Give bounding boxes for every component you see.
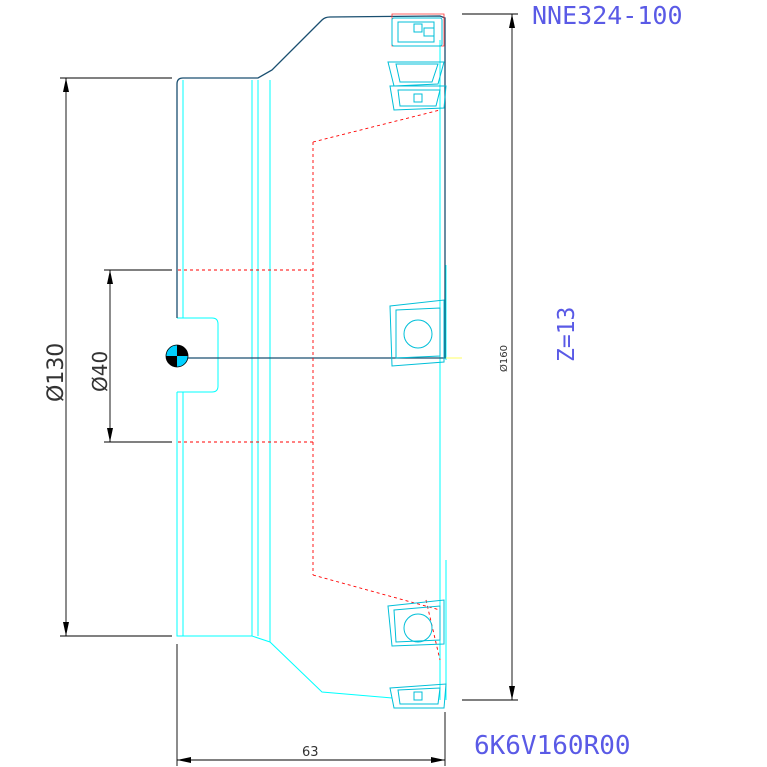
dim-bore-inner-label: Ø40 bbox=[88, 351, 112, 392]
dimension-arrows bbox=[63, 14, 515, 763]
insert-middle bbox=[389, 299, 445, 367]
dimension-lines bbox=[60, 13, 518, 766]
insert-lower-b bbox=[389, 683, 447, 709]
part-number-label: NNE324-100 bbox=[532, 1, 683, 30]
insert-top bbox=[391, 17, 443, 47]
model-code-label: 6K6V160R00 bbox=[474, 731, 631, 761]
top-insert-hidden bbox=[391, 13, 445, 47]
dim-diameter-label: Ø160 bbox=[498, 345, 510, 372]
insert-upper-b bbox=[389, 85, 447, 111]
cutter-profile-outline bbox=[176, 15, 446, 359]
dim-bore-outer-label: Ø130 bbox=[44, 343, 69, 402]
hidden-lines bbox=[178, 109, 441, 661]
insert-lower-a bbox=[387, 599, 445, 647]
teeth-count-label: Z=13 bbox=[554, 307, 580, 362]
center-marker bbox=[165, 344, 189, 368]
dim-width-label: 63 bbox=[302, 745, 319, 760]
insert-upper-a bbox=[387, 61, 445, 87]
